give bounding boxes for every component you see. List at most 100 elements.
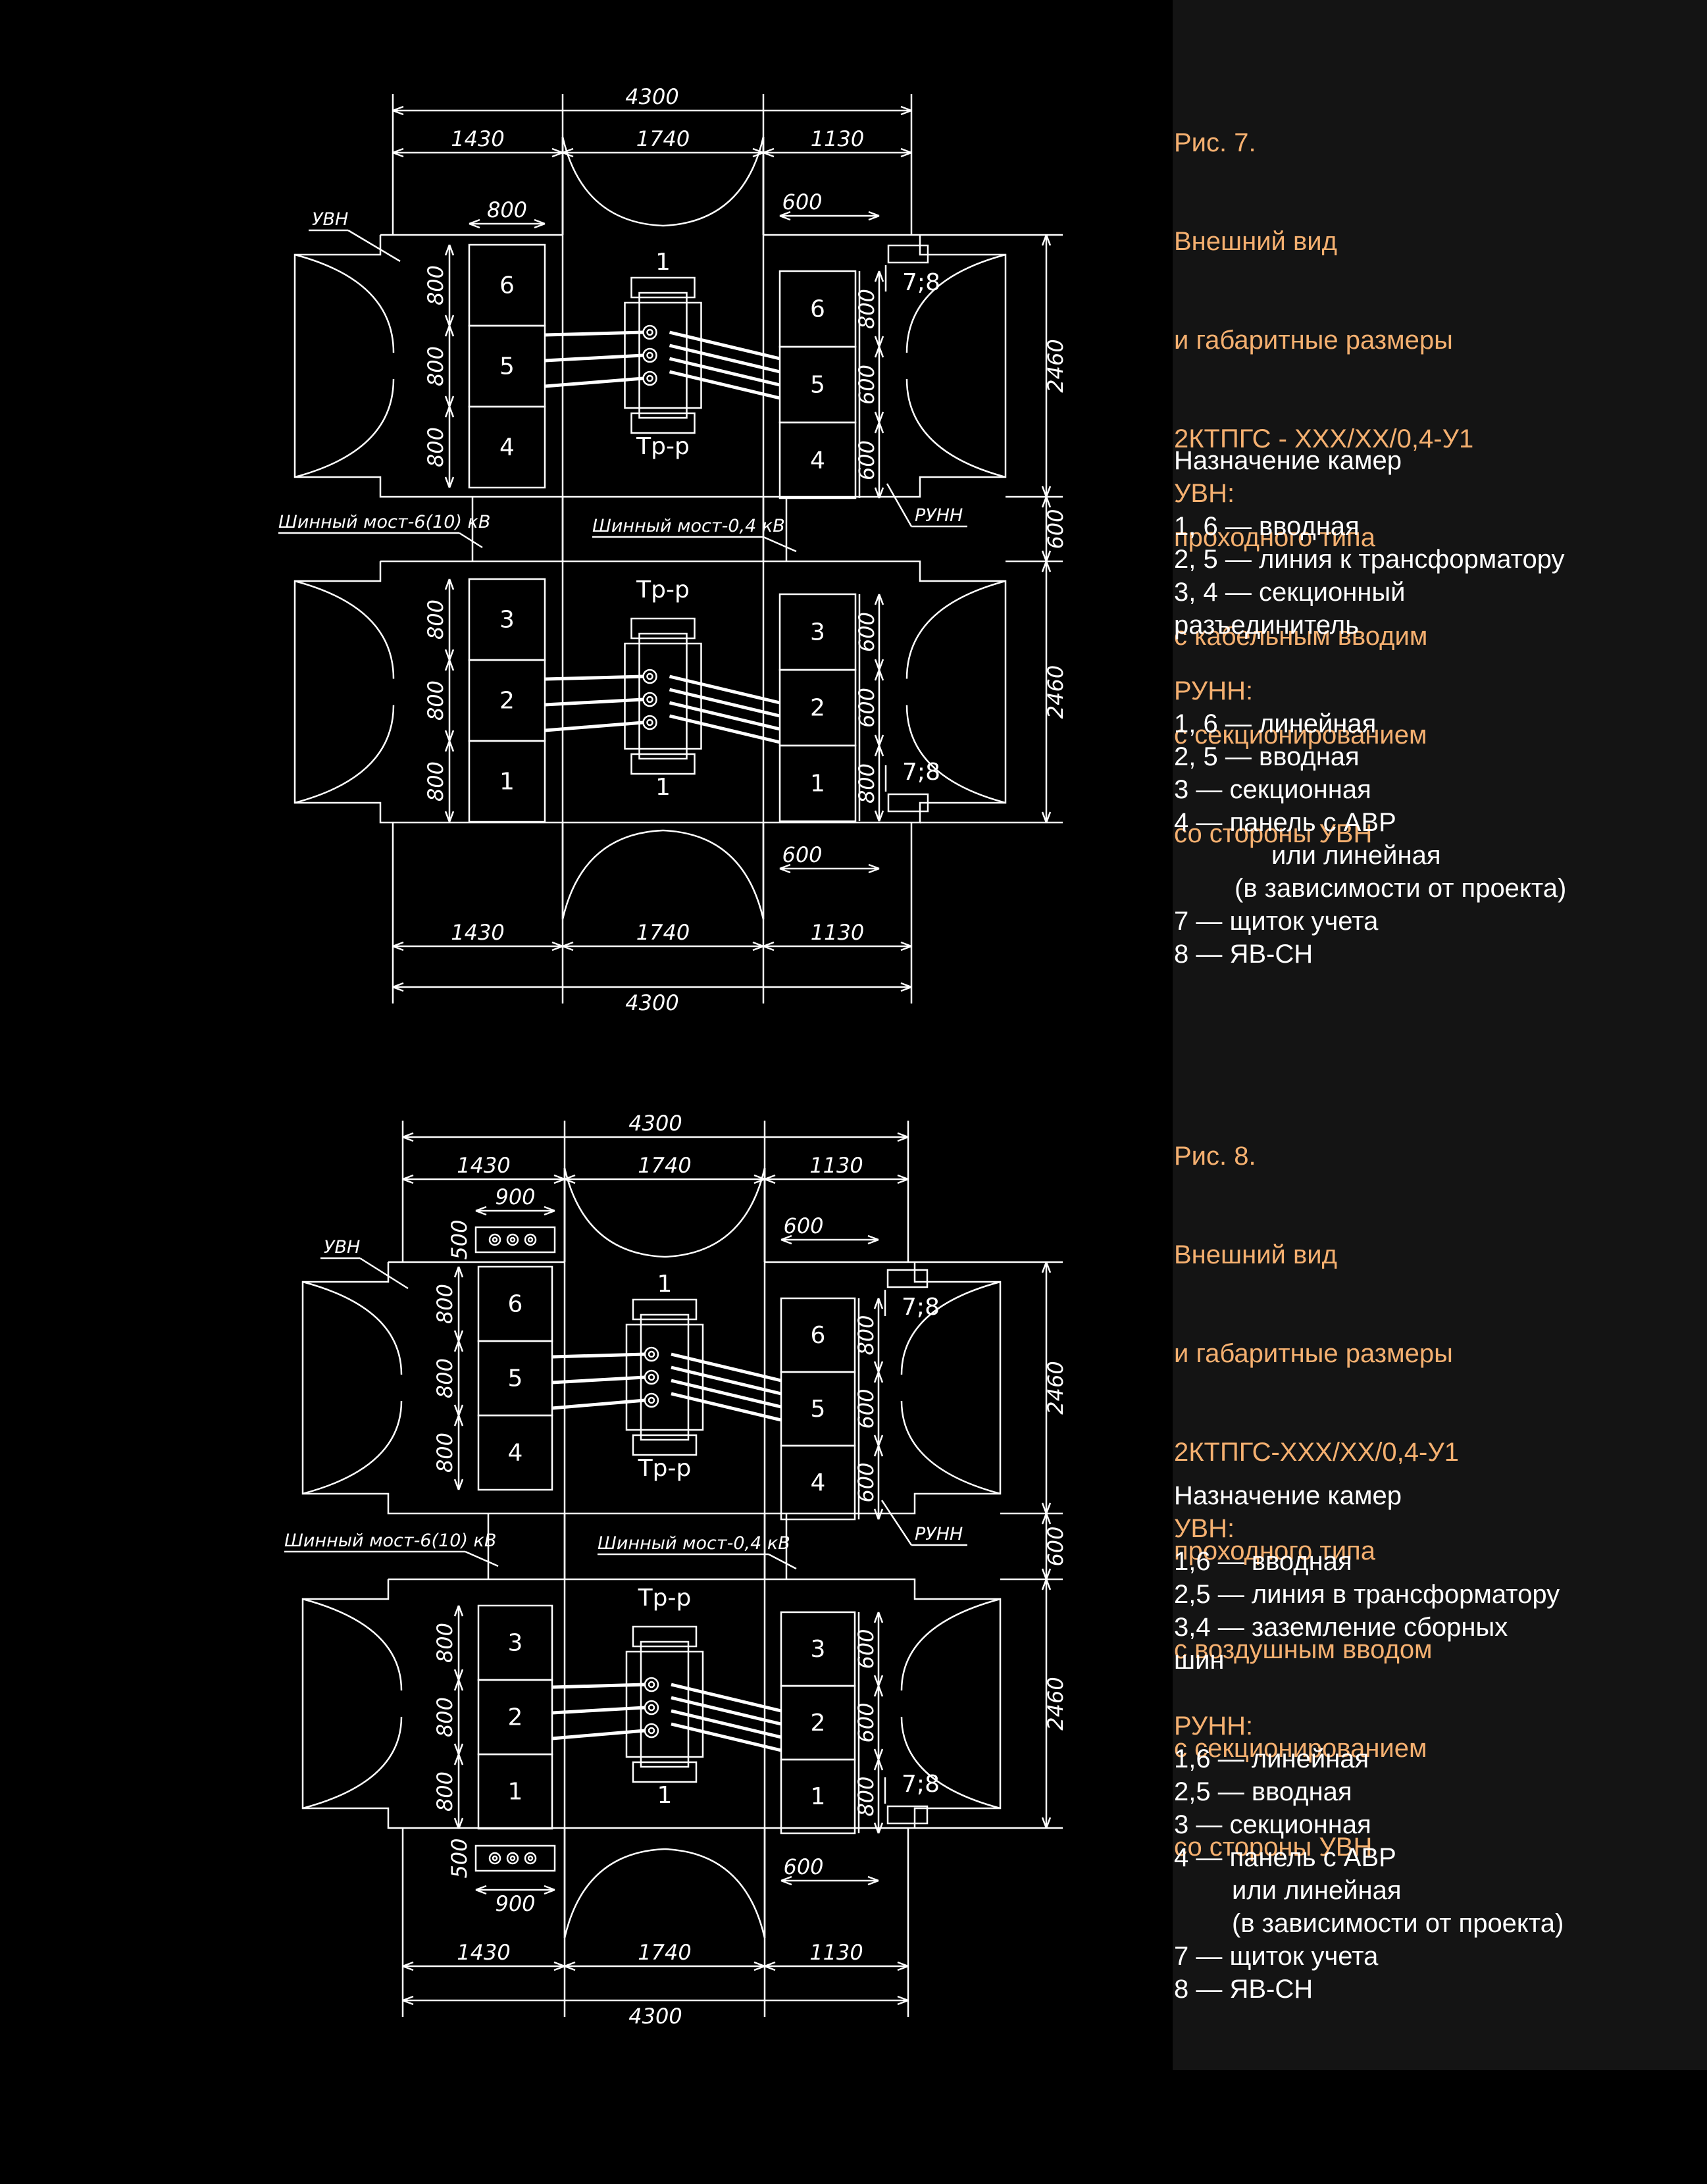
dimension-arrow	[1045, 1261, 1052, 1273]
runn-cell-number: 4	[810, 447, 825, 474]
fig7-runn-item: 1, 6 — линейная	[1174, 709, 1377, 738]
dim-runn-cell: 800	[854, 289, 879, 329]
dim-runn-cell: 600	[854, 1462, 879, 1502]
transformer-label: Тр-р	[636, 433, 690, 460]
hv-lead	[544, 353, 644, 363]
hv-lead	[551, 1729, 646, 1740]
dimension-arrow	[1041, 1568, 1048, 1580]
lv-lead	[669, 357, 780, 387]
dimension-arrow	[780, 1238, 792, 1245]
transformer-top	[632, 1298, 698, 1321]
dimension-arrow	[1045, 1579, 1052, 1590]
lv-lead	[671, 1379, 782, 1409]
door-swing-arc	[302, 1281, 403, 1375]
dimension-arrow	[444, 325, 451, 337]
bushing-dot	[646, 673, 653, 680]
fig7-runn-item: 7 — щиток учета	[1174, 907, 1379, 936]
transformer-number: 1	[657, 1271, 673, 1298]
dimension-arrow	[453, 1817, 460, 1829]
dimension-arrow	[874, 411, 880, 423]
dimension-arrow	[877, 1822, 884, 1834]
dim-runn-cell: 600	[854, 1388, 879, 1429]
dimension-arrow	[868, 211, 880, 217]
dimension-arrow	[444, 476, 451, 488]
dimension-arrow	[1045, 1568, 1052, 1580]
dimension-arrow	[753, 1965, 765, 1971]
lv-lead	[671, 1352, 782, 1383]
uvn-cell-number: 6	[508, 1291, 523, 1318]
fig7-caption-line: и габаритные размеры	[1174, 326, 1453, 355]
dim-overall-top: 4300	[628, 1111, 682, 1136]
dimension-arrow	[877, 1435, 884, 1446]
dimension-arrow	[457, 1340, 464, 1352]
door-swing-arc	[294, 253, 395, 353]
dimension-arrow	[878, 594, 884, 605]
dimension-arrow	[475, 1885, 487, 1891]
wall-outline	[293, 235, 1007, 498]
uvn-cell	[468, 740, 546, 823]
transformer-top	[630, 617, 696, 640]
lv-lead	[669, 688, 780, 718]
uvn-cell	[477, 1753, 553, 1830]
dimension-arrow	[392, 986, 404, 992]
runn-cell	[780, 1758, 856, 1835]
dim-gap: 600	[1043, 509, 1068, 549]
bushing-circle	[642, 715, 657, 730]
door-swing-arc	[563, 1848, 665, 1939]
bushing-circle	[644, 1392, 659, 1408]
fig7-dimensions	[278, 94, 1063, 1003]
uvn-cell-number: 2	[508, 1704, 523, 1731]
fig8-caption-line: проходного типа	[1174, 1536, 1375, 1565]
dimension-arrow	[475, 1889, 487, 1895]
runn-cell	[778, 744, 857, 823]
dimension-arrow	[874, 422, 880, 434]
fig7-runn-item: 3 — секционная	[1174, 775, 1371, 804]
dimension-arrow	[402, 1178, 414, 1184]
runn-callout: РУНН	[915, 1524, 963, 1544]
runn-cell-number: 6	[811, 1322, 826, 1349]
fig7-runn-item-cont: или линейная	[1271, 841, 1441, 870]
dimension-arrow	[392, 945, 404, 952]
dimension-arrow	[551, 147, 563, 154]
uvn-cell-number: 3	[499, 607, 515, 634]
dimension-arrow	[402, 1136, 414, 1142]
fig7-runn-item-cont: (в зависимости от проекта)	[1235, 874, 1567, 903]
runn-cell	[778, 421, 857, 499]
dimension-arrow	[448, 244, 455, 256]
fig7-runn-item: 4 — панель с АВР	[1174, 808, 1396, 837]
dimension-arrow	[553, 1965, 565, 1971]
dim-entry-width: 900	[495, 1184, 535, 1209]
callout-leader	[465, 1550, 499, 1567]
bushing-dot	[646, 351, 653, 359]
callout-leader	[763, 536, 797, 553]
dim-uvn-cell: 800	[423, 680, 448, 721]
dim-uvn-cell: 800	[423, 599, 448, 640]
dimension-arrow	[780, 1879, 792, 1886]
dim-runn-cell: 600	[854, 365, 879, 405]
dimension-arrow	[453, 1479, 460, 1490]
dimension-arrow	[534, 222, 546, 229]
hv-lead	[544, 376, 644, 388]
fig7-runn-heading: РУНН:	[1174, 676, 1254, 705]
door-swing-arc	[663, 136, 765, 227]
bushing-dot	[648, 1704, 655, 1712]
insulator-dot	[509, 1855, 516, 1862]
dimension-arrow	[402, 1961, 414, 1968]
dimension-arrow	[564, 1965, 576, 1971]
dimension-arrow	[868, 215, 880, 221]
dimension-arrow	[752, 147, 764, 154]
dimension-arrow	[764, 1178, 776, 1184]
bushing-dot	[646, 719, 653, 726]
dim-middle-bottom: 1740	[638, 1940, 691, 1965]
runn-cell-number: 4	[811, 1469, 826, 1496]
hv-lead	[551, 1706, 646, 1715]
lv-lead	[669, 674, 780, 705]
fig7-caption-line: Внешний вид	[1174, 227, 1337, 256]
dimension-arrow	[873, 1822, 880, 1834]
transformer-number: 1	[657, 1782, 673, 1809]
dimension-arrow	[448, 740, 455, 752]
dimension-arrow	[444, 730, 451, 742]
insulator-circle	[506, 1852, 519, 1865]
dimension-arrow	[900, 105, 912, 112]
dimension-arrow	[444, 811, 451, 823]
